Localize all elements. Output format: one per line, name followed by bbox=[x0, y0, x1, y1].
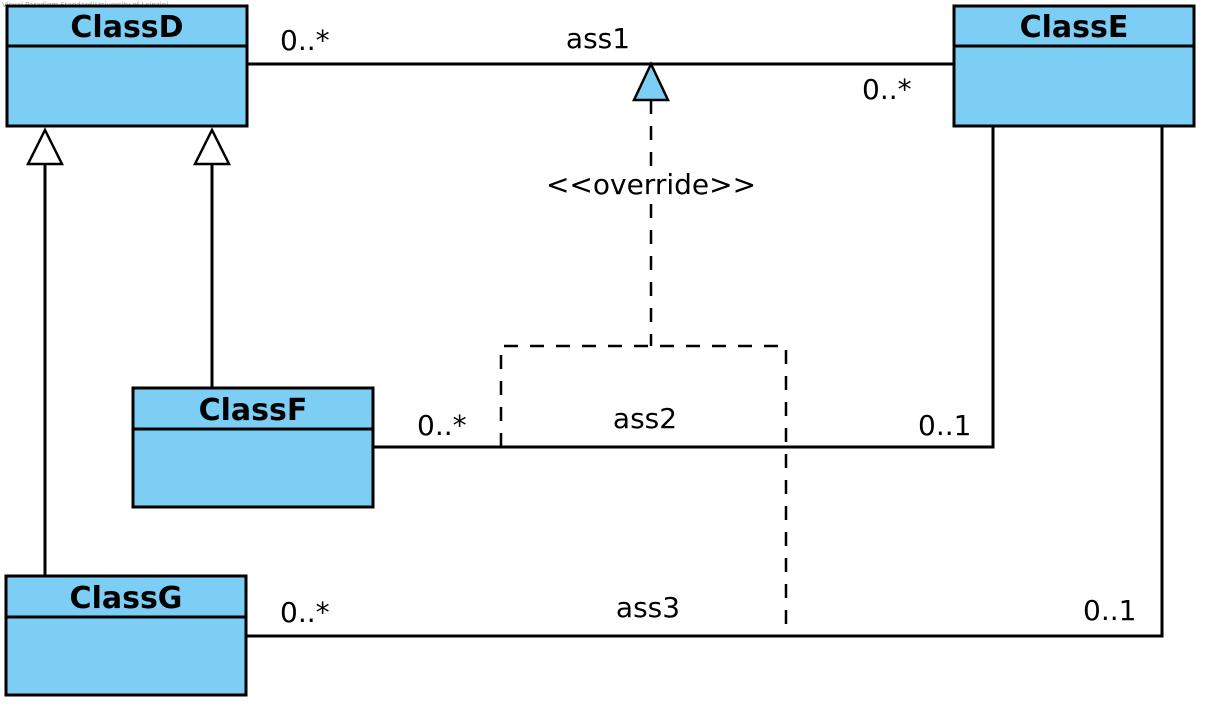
ass1-name: ass1 bbox=[566, 22, 630, 55]
generalization-f-to-d bbox=[192, 127, 232, 387]
generalization-arrow-icon bbox=[25, 127, 65, 166]
generalization-g-to-d bbox=[25, 127, 65, 575]
override-dependency[interactable]: <<override>> bbox=[499, 61, 788, 630]
class-f-name: ClassF bbox=[199, 393, 308, 428]
class-f[interactable]: ClassF bbox=[131, 386, 375, 509]
class-e[interactable]: ClassE bbox=[952, 4, 1196, 128]
ass1-multiplicity-left: 0..* bbox=[280, 24, 330, 57]
ass3-name: ass3 bbox=[616, 591, 680, 624]
class-d[interactable]: ClassD bbox=[5, 4, 249, 128]
ass3-multiplicity-left: 0..* bbox=[280, 596, 330, 629]
override-stereotype-label: <<override>> bbox=[546, 168, 756, 201]
class-box bbox=[4, 574, 248, 697]
ass1-multiplicity-right: 0..* bbox=[862, 73, 912, 106]
association-ass1[interactable]: 0..* ass1 0..* bbox=[248, 22, 953, 106]
class-g-name: ClassG bbox=[70, 581, 183, 616]
override-arrow-icon bbox=[632, 61, 670, 102]
class-box bbox=[5, 4, 249, 128]
override-label-bg bbox=[530, 166, 772, 202]
association-line bbox=[246, 127, 1164, 638]
class-d-name: ClassD bbox=[70, 10, 183, 45]
class-box bbox=[131, 386, 375, 509]
ass2-multiplicity-right: 0..1 bbox=[918, 409, 971, 442]
class-e-name: ClassE bbox=[1020, 10, 1129, 45]
ass2-multiplicity-left: 0..* bbox=[417, 409, 467, 442]
class-g[interactable]: ClassG bbox=[4, 574, 248, 697]
ass2-name: ass2 bbox=[613, 402, 677, 435]
association-line bbox=[373, 127, 995, 449]
association-ass3[interactable]: 0..* ass3 0..1 bbox=[246, 127, 1164, 638]
association-ass2[interactable]: 0..* ass2 0..1 bbox=[373, 127, 995, 449]
class-box bbox=[952, 4, 1196, 128]
ass3-multiplicity-right: 0..1 bbox=[1083, 594, 1136, 627]
generalization-arrow-icon bbox=[192, 127, 232, 166]
override-dashed-frame bbox=[499, 344, 788, 630]
